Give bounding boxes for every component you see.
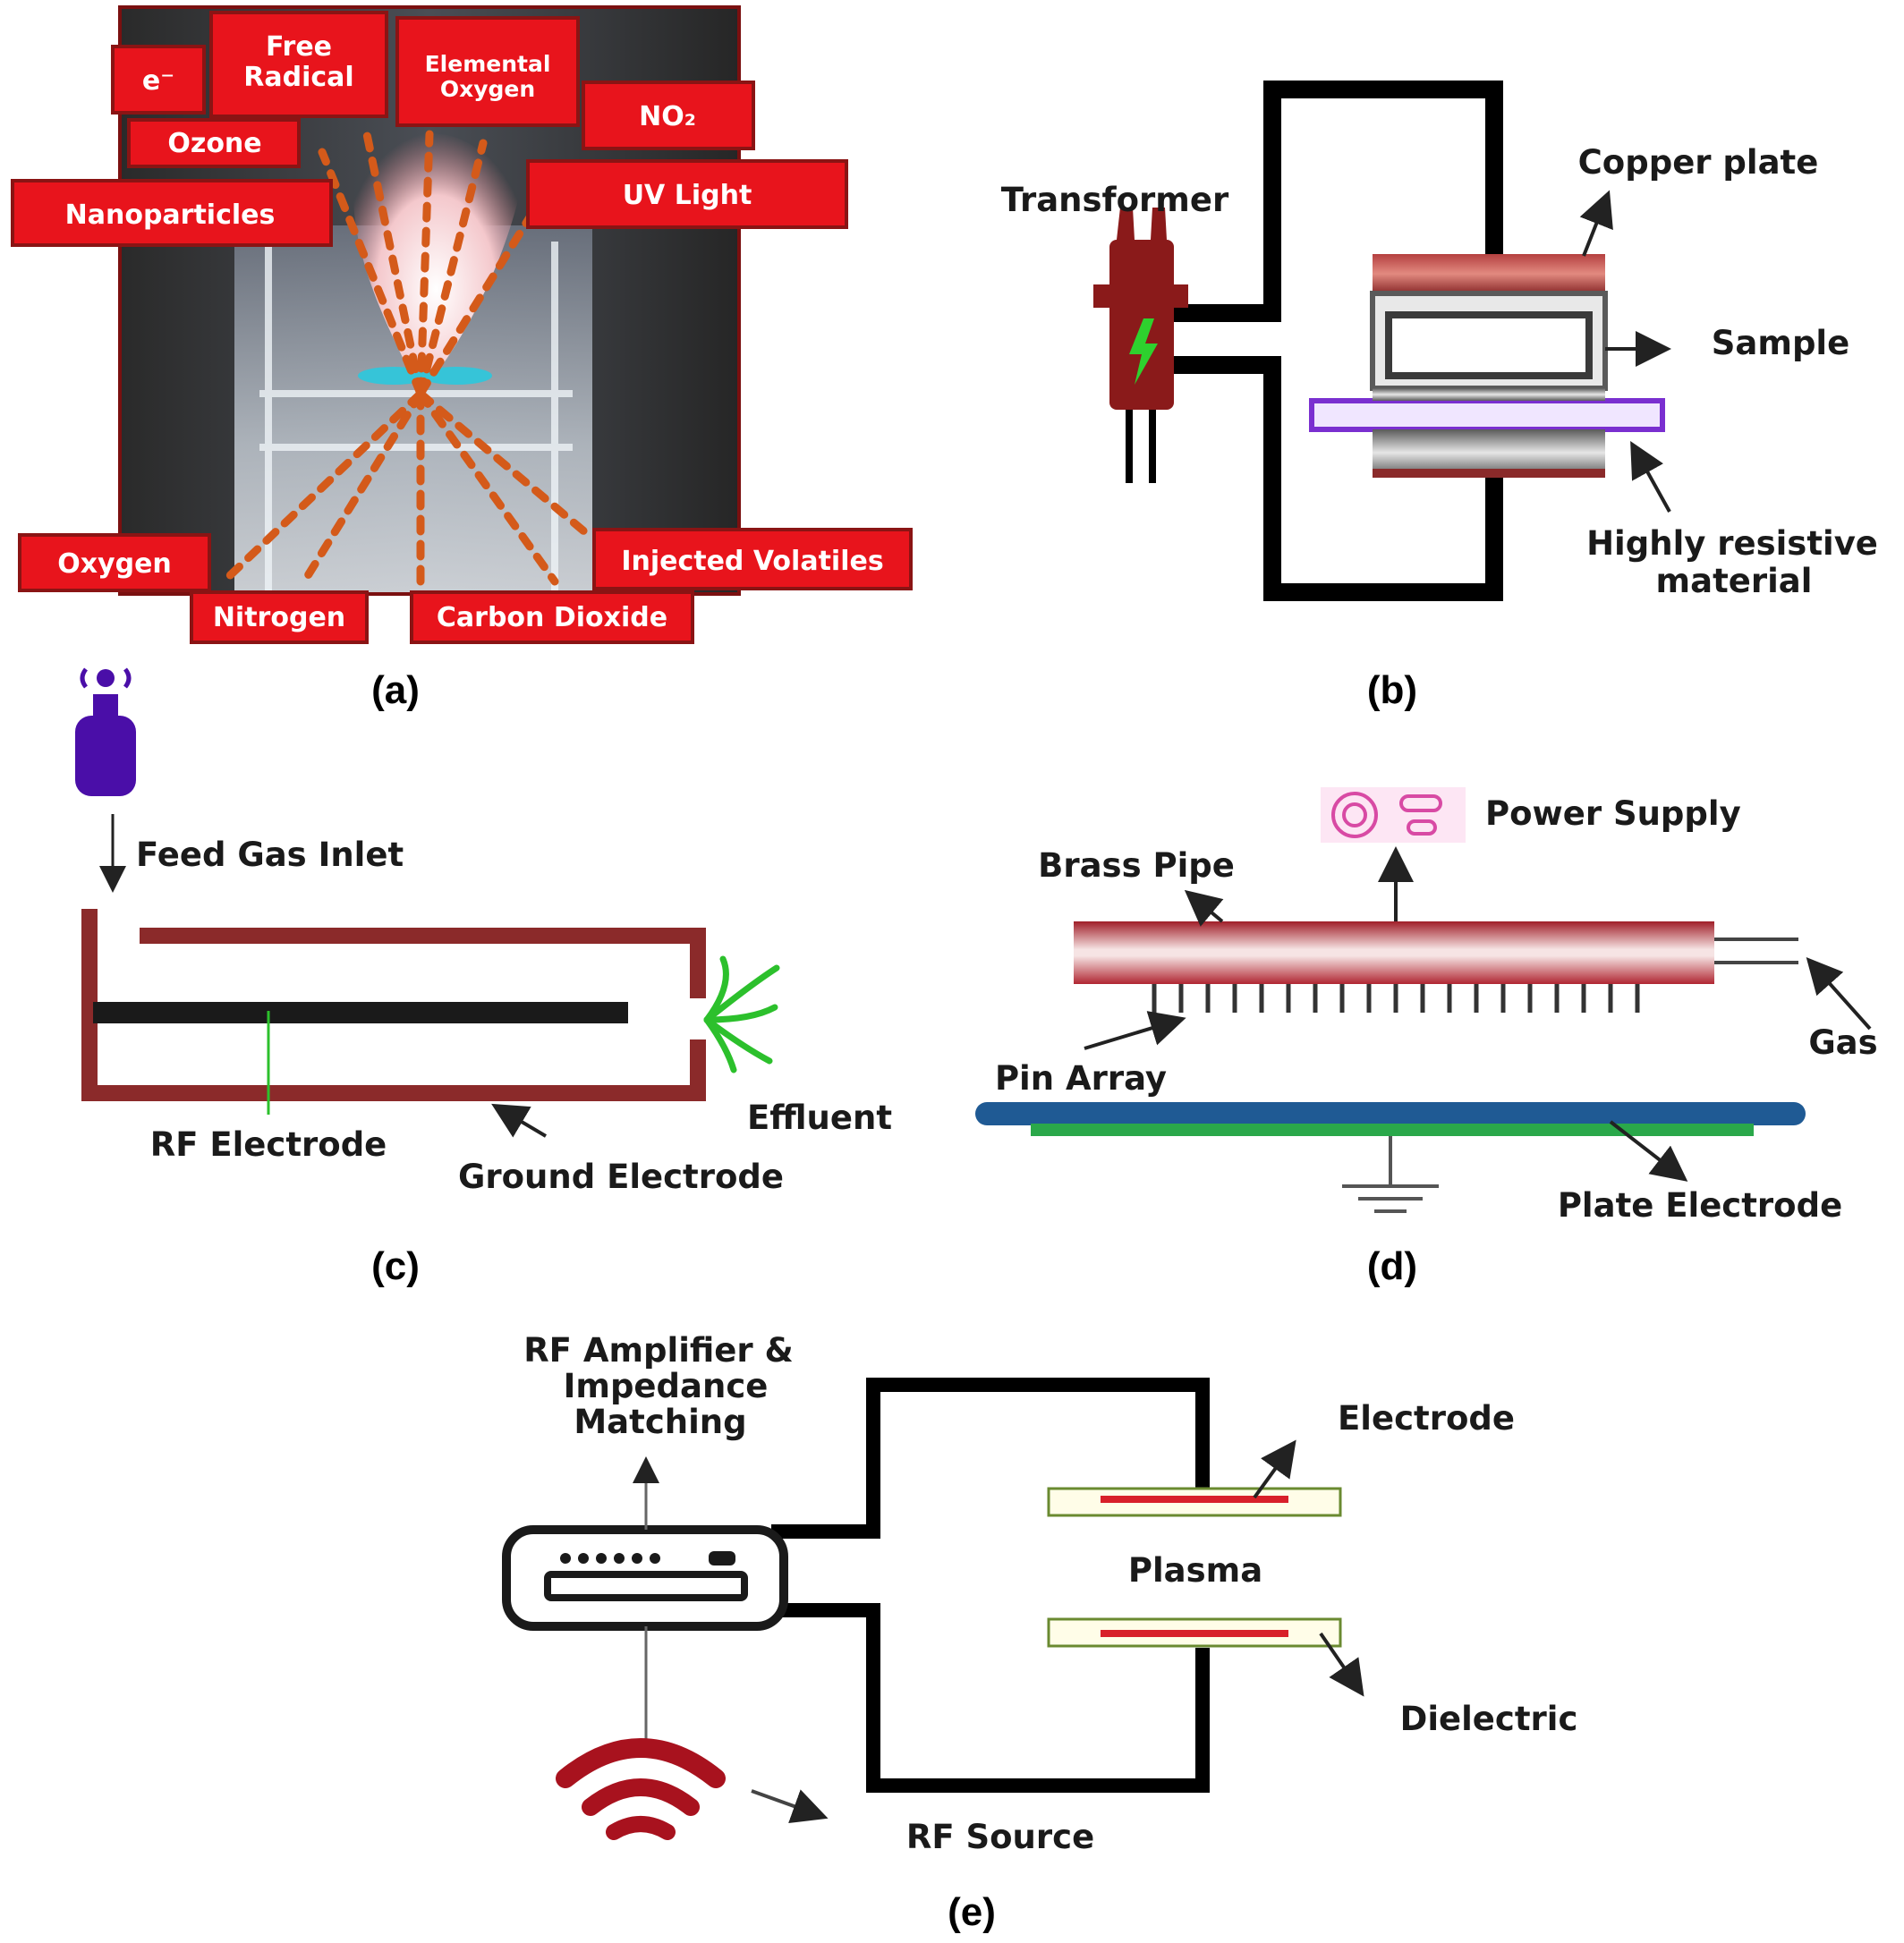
gas-tube [1714,938,1798,964]
label-rf-source: RF Source [906,1818,1094,1856]
panel-c: Feed Gas Inlet Effluent RF Electrode Gro… [75,667,892,1288]
tag-oxygen: Oxygen [18,533,211,592]
ground-electrode-arrow [491,1103,548,1138]
svg-text:Injected Volatiles: Injected Volatiles [621,546,883,577]
tag-ozone: Ozone [127,118,301,168]
tag-carbon-dioxide: Carbon Dioxide [410,590,694,644]
label-transformer: Transformer [1001,181,1229,219]
tag-nitrogen: Nitrogen [190,590,369,644]
svg-text:NO₂: NO₂ [639,101,696,132]
tag-no2: NO₂ [582,81,755,150]
plate-electrode-arrow [1609,1120,1688,1182]
ground-electrode [81,909,706,1101]
plasma-plume [353,132,519,395]
label-plasma: Plasma [1128,1551,1262,1590]
caption-e: (e) [948,1890,996,1934]
panel-a: e⁻ Free Radical Elemental Oxygen NO₂ Ozo… [11,5,913,712]
svg-text:UV Light: UV Light [623,180,752,211]
rf-source-arrow [751,1789,829,1824]
tag-free-radical: Free Radical [209,11,388,118]
label-electrode: Electrode [1338,1399,1515,1438]
svg-text:Free: Free [266,31,332,63]
label-resistive-2: material [1656,562,1813,600]
rf-amplifier-icon [502,1525,788,1631]
tag-elemental-oxygen: Elemental Oxygen [395,16,580,127]
power-supply-icon [1321,787,1466,843]
svg-text:Elemental: Elemental [425,51,551,77]
svg-text:Carbon Dioxide: Carbon Dioxide [437,602,667,633]
svg-text:e⁻: e⁻ [142,65,174,97]
gas-arrow [1806,957,1872,1031]
circuit-wire [1172,81,1503,601]
electrode-arrow [1253,1439,1296,1499]
caption-a: (a) [371,668,420,712]
gas-cylinder-icon [75,667,136,796]
label-dielectric: Dielectric [1400,1700,1578,1738]
svg-text:Nitrogen: Nitrogen [213,602,345,633]
label-amp-2: Impedance [564,1367,769,1405]
panel-d: Power Supply Brass Pipe Gas Pin Array Pl… [975,787,1878,1288]
transformer-icon [1093,208,1188,483]
tag-uv-light: UV Light [526,159,848,229]
svg-text:Oxygen: Oxygen [440,76,535,102]
copper-plate-arrow [1579,190,1613,257]
label-plate-electrode: Plate Electrode [1558,1186,1842,1225]
label-resistive-1: Highly resistive [1586,524,1878,563]
brass-pipe-arrow [1184,889,1224,927]
label-effluent: Effluent [747,1099,892,1137]
dielectric-arrow [1319,1632,1364,1697]
label-sample: Sample [1712,324,1849,362]
label-ground-electrode: Ground Electrode [458,1158,784,1196]
pin-array-arrow [1084,1011,1186,1050]
tag-electron: e⁻ [111,45,206,115]
label-rf-electrode: RF Electrode [150,1125,387,1164]
effluent-plume [703,955,780,1073]
pin-array [1152,984,1640,1013]
svg-text:Nanoparticles: Nanoparticles [65,199,276,231]
label-feed-gas-inlet: Feed Gas Inlet [136,836,404,874]
tag-nanoparticles: Nanoparticles [11,179,333,247]
label-brass-pipe: Brass Pipe [1038,846,1235,885]
label-pin-array: Pin Array [995,1059,1167,1098]
circuit-wire-e [771,1378,1210,1793]
label-gas: Gas [1808,1023,1877,1062]
caption-b: (b) [1367,668,1417,712]
caption-c: (c) [371,1244,420,1288]
label-amp-1: RF Amplifier & [523,1331,794,1370]
panel-e: RF Amplifier & Impedance Matching Electr… [502,1331,1578,1934]
rf-electrode [93,1002,628,1023]
brass-pipe [1074,921,1714,984]
resistive-layer [1309,398,1665,432]
ground-symbol [1342,1136,1439,1213]
label-amp-3: Matching [574,1403,746,1441]
svg-text:Ozone: Ozone [167,128,261,159]
electrode-assembly [1047,1487,1342,1648]
svg-text:Radical: Radical [243,62,353,93]
label-copper-plate: Copper plate [1578,143,1819,182]
rf-source-icon [556,1738,726,1840]
reactor-cell [1309,254,1665,478]
resistive-arrow [1630,441,1671,513]
plate-electrode [975,1102,1806,1125]
sample-slot [1385,311,1593,379]
particle-streaks [219,130,595,586]
label-power-supply: Power Supply [1485,794,1741,833]
caption-d: (d) [1367,1244,1417,1288]
svg-text:Oxygen: Oxygen [57,548,172,580]
panel-b: Transformer Copper plate Sample Highly r… [1001,81,1878,712]
tag-injected-volatiles: Injected Volatiles [592,528,913,590]
plate-electrode-base [1031,1124,1754,1136]
